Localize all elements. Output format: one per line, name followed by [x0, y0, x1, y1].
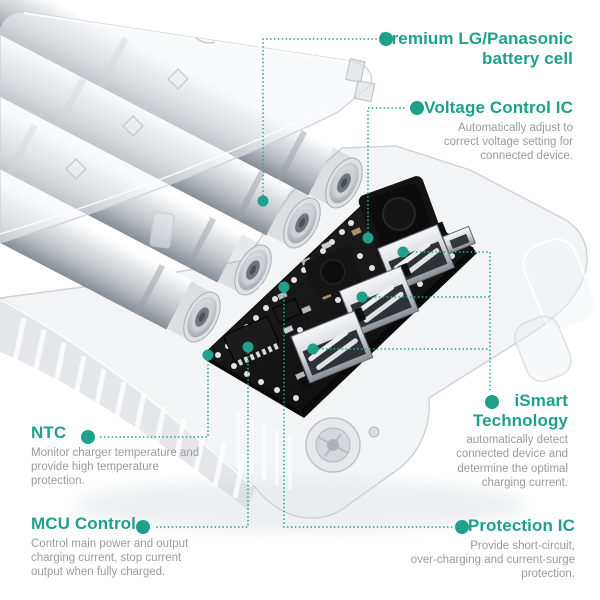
callout-mcu: MCU Control Control main power and outpu… — [31, 514, 188, 579]
label-dot-mcu — [136, 520, 150, 534]
anchor-dot-voltage-ic — [362, 232, 374, 244]
product-anchor-dots — [202, 195, 409, 361]
callout-ismart: iSmart Technology automatically detect c… — [456, 391, 568, 490]
mounting-recess — [305, 417, 361, 473]
callout-voltage-ic-title: Voltage Control IC — [424, 98, 573, 117]
callout-ismart-title: iSmart Technology — [472, 391, 568, 430]
tray-inner-ribs — [236, 412, 292, 490]
tray-ribs — [12, 317, 247, 499]
anchor-dot-mcu — [242, 341, 254, 353]
anchor-dot-protection-ic — [278, 281, 290, 293]
anchor-dot-ntc — [202, 349, 214, 361]
anchor-dot-battery — [257, 195, 269, 207]
lid-clasp — [345, 58, 376, 103]
connector-voltage-ic — [367, 107, 408, 237]
label-dot-battery — [379, 32, 393, 46]
tray-side-molding-2 — [514, 315, 572, 383]
connector-battery — [262, 38, 378, 200]
label-dot-voltage-ic — [410, 101, 424, 115]
anchor-dot-ismart-3 — [307, 343, 319, 355]
callout-connectors — [98, 38, 491, 528]
callout-ismart-description: automatically detect connected device an… — [456, 434, 568, 489]
usb-port-3 — [290, 307, 374, 391]
label-dot-ismart — [485, 395, 499, 409]
ic-chip-2 — [272, 298, 302, 324]
lid-tab — [149, 211, 175, 249]
battery-cell-4 — [0, 89, 221, 343]
callout-battery: Premium LG/Panasonic battery cell — [380, 29, 573, 68]
callout-mcu-title: MCU Control — [31, 514, 136, 533]
inductor-coil-2 — [304, 246, 362, 298]
tray-side-molding — [522, 238, 596, 330]
callout-protection-ic: Protection IC Provide short-circuit, ove… — [411, 516, 575, 581]
anchor-dot-ismart-2 — [356, 291, 368, 303]
connector-protection-ic — [283, 288, 453, 528]
label-dot-protection-ic — [455, 520, 469, 534]
circuit-board — [202, 176, 477, 418]
callout-protection-ic-description: Provide short-circuit, over-charging and… — [410, 539, 575, 581]
lid-clip-diamonds — [65, 68, 189, 180]
connector-ntc — [98, 356, 209, 438]
callout-mcu-description: Control main power and output charging c… — [31, 537, 189, 579]
callout-voltage-ic-description: Automatically adjust to correct voltage … — [443, 121, 573, 163]
case-lid — [0, 11, 376, 249]
callout-protection-ic-title: Protection IC — [467, 516, 575, 535]
callout-ntc: NTC Monitor charger temperature and prov… — [31, 423, 199, 488]
micro-usb-port — [441, 225, 477, 255]
callout-ntc-title: NTC — [31, 423, 67, 442]
callout-battery-title: Premium LG/Panasonic battery cell — [380, 29, 573, 68]
lid-notch — [195, 37, 216, 44]
connector-ismart-1 — [404, 251, 491, 394]
connector-mcu — [153, 348, 249, 528]
callout-ntc-description: Monitor charger temperature and provide … — [31, 446, 200, 488]
screw-hole — [368, 426, 380, 438]
anchor-dot-ismart-1 — [397, 246, 409, 258]
label-dot-ntc — [81, 430, 95, 444]
callout-voltage-ic: Voltage Control IC Automatically adjust … — [424, 98, 573, 163]
label-dots — [81, 32, 499, 534]
